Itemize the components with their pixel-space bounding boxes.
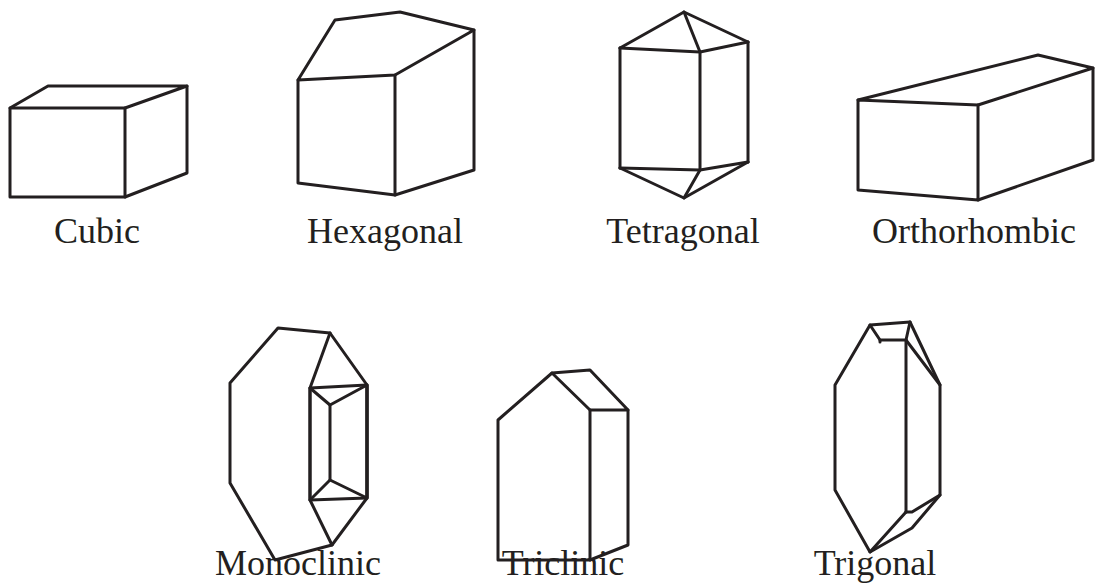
triclinic-crystal bbox=[498, 370, 628, 560]
system-label: Triclinic bbox=[502, 544, 625, 584]
cubic-crystal bbox=[10, 86, 187, 197]
system-label: Tetragonal bbox=[606, 212, 759, 252]
monoclinic-crystal bbox=[230, 328, 367, 560]
system-label: Hexagonal bbox=[307, 212, 463, 252]
orthorhombic-crystal bbox=[858, 55, 1093, 200]
system-label: Trigonal bbox=[814, 544, 937, 584]
system-label: Cubic bbox=[54, 212, 140, 252]
hexagonal-crystal bbox=[298, 12, 474, 195]
system-label: Orthorhombic bbox=[872, 212, 1076, 252]
tetragonal-crystal bbox=[620, 12, 748, 198]
trigonal-crystal bbox=[835, 322, 940, 552]
system-label: Monoclinic bbox=[215, 544, 381, 584]
